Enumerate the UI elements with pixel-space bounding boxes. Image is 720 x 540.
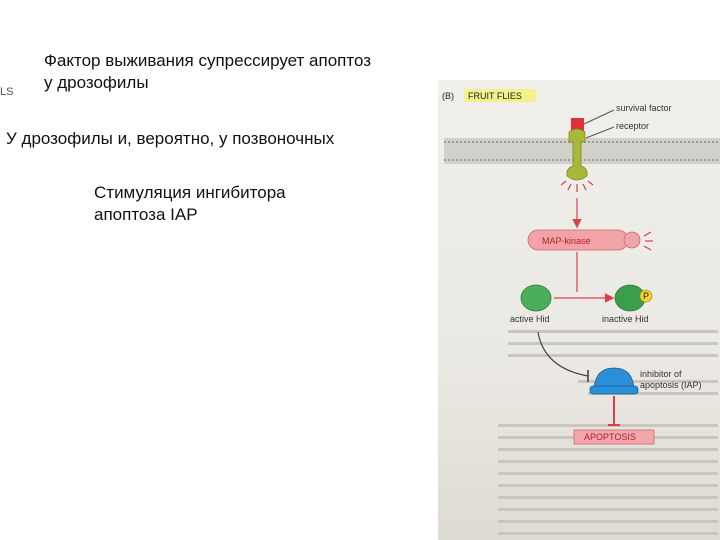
receptor-shape (566, 128, 588, 181)
survival-factor-square (571, 118, 584, 131)
left-edge-fragment: LS (0, 86, 14, 98)
panel-letter: (B) (442, 91, 454, 101)
survival-factor-label: survival factor (616, 103, 672, 113)
inhibition-hid-to-iap-line (537, 331, 589, 377)
pathway-figure: (B) FRUIT FLIES survival factor receptor (438, 80, 720, 540)
activation-spark-icon (560, 180, 594, 192)
iap-label-line1: inhibitor of (640, 369, 682, 379)
panel-title-highlight (464, 89, 536, 102)
iap-label-line2: apoptosis (IAP) (640, 380, 702, 390)
inactive-hid-label: inactive Hid (602, 314, 649, 324)
inactive-hid-shape (614, 284, 653, 312)
map-kinase-shape (527, 229, 641, 251)
apoptosis-box (573, 429, 655, 445)
slide-bullet: Стимуляция ингибитора апоптоза IAP (94, 183, 286, 224)
phospho-label: P (643, 291, 649, 301)
panel-title: FRUIT FLIES (468, 91, 522, 101)
survival-factor-leader-line (583, 109, 615, 125)
iap-shape (589, 367, 639, 395)
map-kinase-spark-icon (643, 231, 653, 251)
slide-title: Фактор выживания супрессирует апоптоз у … (44, 51, 372, 92)
active-hid-label: active Hid (510, 314, 550, 324)
receptor-label: receptor (616, 121, 649, 131)
slide-subtitle: У дрозофилы и, вероятно, у позвоночных (6, 129, 335, 148)
pathway-diagram: (B) FRUIT FLIES survival factor receptor (442, 89, 720, 535)
active-hid-shape (520, 284, 552, 312)
map-kinase-label: MAP-kinase (542, 236, 591, 246)
apoptosis-label: APOPTOSIS (584, 432, 636, 442)
receptor-leader-line (585, 126, 615, 139)
